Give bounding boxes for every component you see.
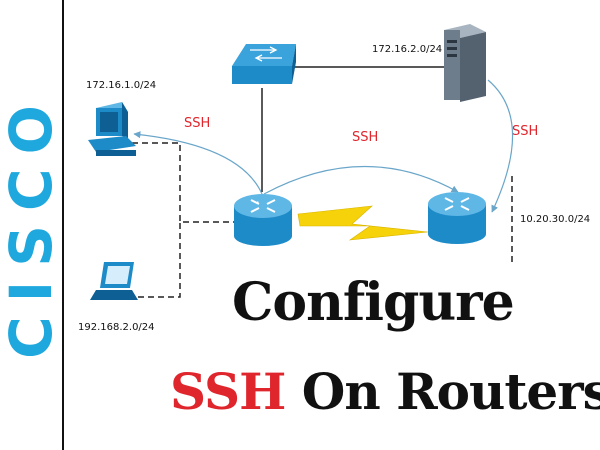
ssh-arrow-server <box>487 79 514 213</box>
ssh-arrow-routers <box>263 165 459 195</box>
router-icon <box>428 192 486 244</box>
network-label-server: 172.16.2.0/24 <box>372 44 443 55</box>
brand-strip: CISCO <box>0 0 65 450</box>
link-pc-router-left <box>132 142 234 223</box>
server-tower-icon <box>444 24 486 102</box>
ssh-label-server: SSH <box>512 124 539 139</box>
router-icon <box>234 194 292 246</box>
title-ssh-highlight: SSH <box>170 362 286 421</box>
network-switch-icon <box>232 44 296 84</box>
serial-link-bolt <box>297 205 429 241</box>
ssh-label-routers: SSH <box>352 130 379 145</box>
network-label-pc: 172.16.1.0/24 <box>86 80 157 91</box>
network-label-laptop: 192.168.2.0/24 <box>78 322 155 333</box>
title-on-routers: On Routers <box>285 362 600 421</box>
title-line-ssh-on-routers: SSH On Routers <box>170 362 600 421</box>
ssh-arrow-pc <box>133 131 263 195</box>
title-line-configure: Configure <box>232 272 515 333</box>
link-laptop-router-left <box>138 222 181 298</box>
desktop-pc-icon <box>88 102 136 156</box>
ssh-label-pc: SSH <box>184 116 211 131</box>
laptop-icon <box>90 262 138 300</box>
network-label-router: 10.20.30.0/24 <box>520 214 591 225</box>
